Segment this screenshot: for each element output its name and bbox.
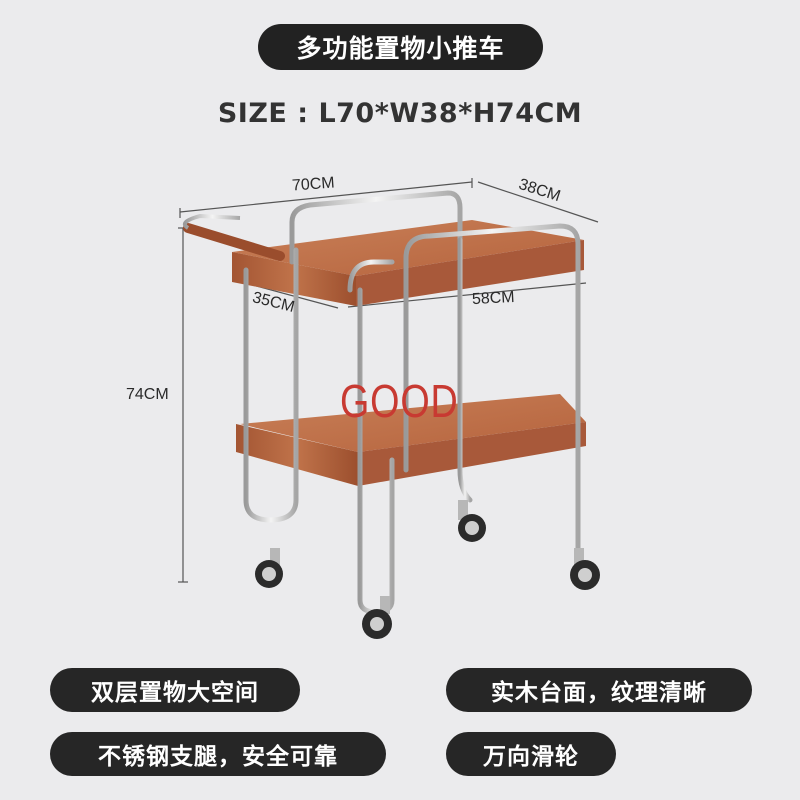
caster-wheel-back-left [458, 500, 486, 542]
dimension-top-length: 70CM [291, 174, 336, 195]
feature-label: 不锈钢支腿，安全可靠 [98, 744, 338, 770]
feature-label: 双层置物大空间 [91, 680, 259, 706]
feature-label: 万向滑轮 [483, 744, 579, 770]
dimension-height: 74CM [126, 386, 169, 403]
dimension-tray-length: 58CM [471, 288, 516, 309]
page-title: 多功能置物小推车 [296, 34, 505, 63]
wrapped-handle [183, 213, 285, 261]
feature-badge-3: 不锈钢支腿，安全可靠 [50, 732, 386, 776]
caster-wheel-back-right [570, 548, 600, 590]
size-label: SIZE : L70*W38*H74CM [217, 98, 583, 129]
feature-badge-2: 实木台面，纹理清晰 [446, 668, 752, 712]
feature-badge-1: 双层置物大空间 [50, 668, 300, 712]
watermark-text: GOOD [340, 375, 459, 427]
caster-wheel-front-right [362, 596, 392, 639]
feature-badge-4: 万向滑轮 [446, 732, 616, 776]
caster-wheel-front-left [255, 548, 283, 588]
feature-label: 实木台面，纹理清晰 [491, 680, 707, 706]
page-title-badge: 多功能置物小推车 [258, 24, 543, 70]
dimension-lines [178, 178, 599, 583]
caster-wheels [255, 500, 600, 639]
